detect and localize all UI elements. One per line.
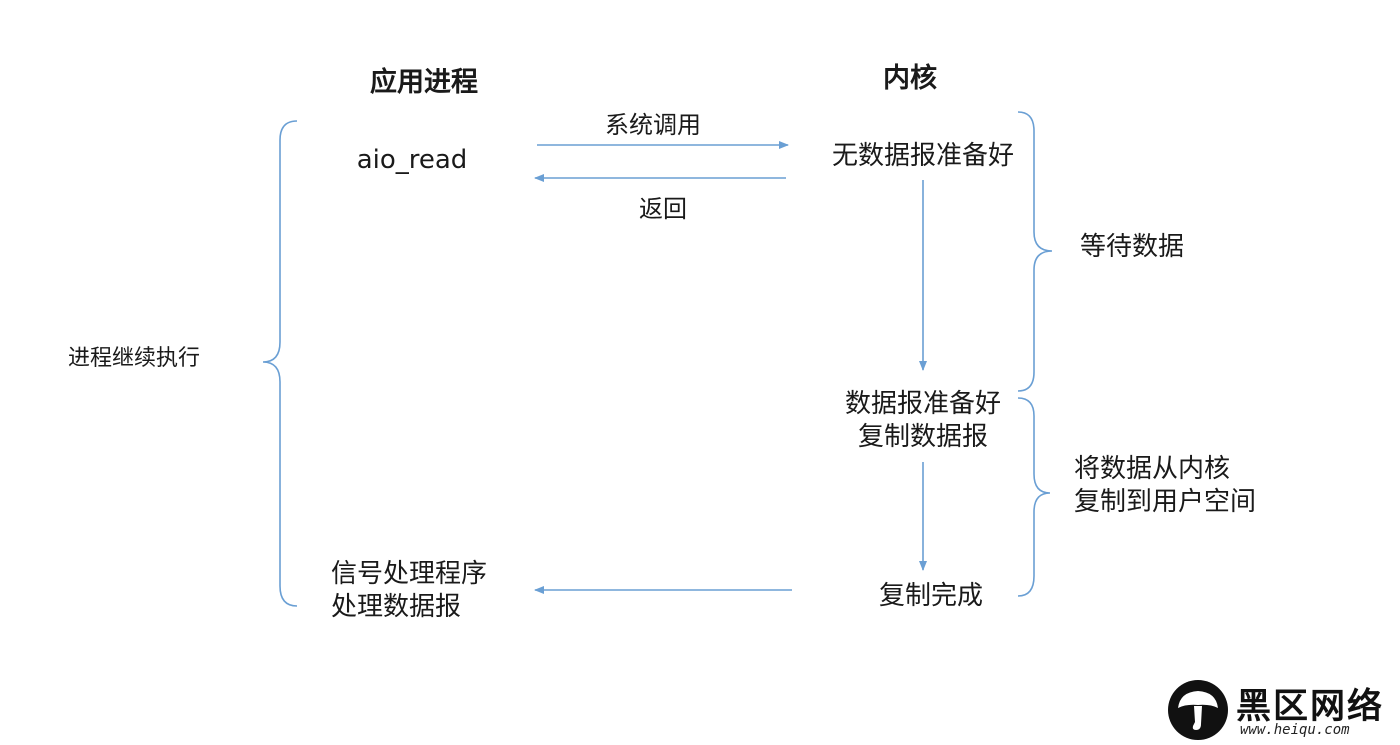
mushroom-logo-icon xyxy=(1168,680,1228,740)
aio-read-label: aio_read xyxy=(356,145,468,175)
watermark-name: 黑区网络 xyxy=(1236,687,1385,727)
watermark-url: www.heiqu.com xyxy=(1240,722,1350,738)
signal-handler-line1: 信号处理程序 xyxy=(331,559,488,589)
copy-phase-line1: 将数据从内核 xyxy=(1074,454,1231,484)
wait-data-label: 等待数据 xyxy=(1080,232,1185,262)
copy-phase-line2: 复制到用户空间 xyxy=(1074,487,1257,517)
app-process-header: 应用进程 xyxy=(370,67,478,98)
watermark-logo: 黑区网络 www.heiqu.com xyxy=(1166,678,1396,742)
copy-complete-label: 复制完成 xyxy=(878,581,984,611)
return-label: 返回 xyxy=(639,195,687,223)
continue-exec-label: 进程继续执行 xyxy=(68,346,201,371)
datagram-ready-line2: 复制数据报 xyxy=(857,422,989,452)
no-datagram-ready-label: 无数据报准备好 xyxy=(831,141,1015,171)
kernel-header: 内核 xyxy=(883,63,937,94)
syscall-label: 系统调用 xyxy=(605,111,701,139)
datagram-ready-line1: 数据报准备好 xyxy=(844,389,1002,419)
continue-brace xyxy=(262,120,298,607)
wait-brace xyxy=(1017,111,1053,392)
signal-handler-line2: 处理数据报 xyxy=(331,592,462,622)
copy-brace xyxy=(1017,397,1051,597)
